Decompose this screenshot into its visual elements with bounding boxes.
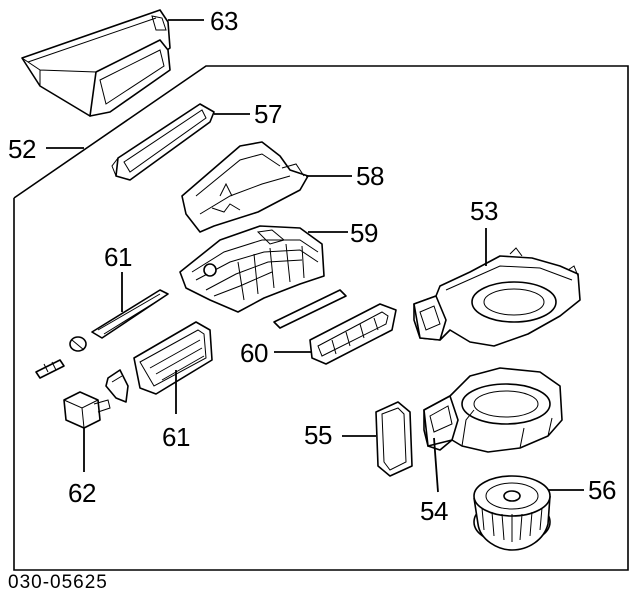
part-61-filter-panel [133,321,213,395]
callout-62: 62 [68,478,96,508]
part-60-frame [309,303,397,365]
callout-60: 60 [240,338,268,368]
part-59-housing [179,225,325,313]
callout-59: 59 [350,218,378,248]
callout-61-lower: 61 [162,422,190,452]
part-62-resistor [63,391,111,429]
part-63-duct [21,9,171,117]
document-code: 030-05625 [8,572,108,593]
callout-53: 53 [470,196,498,226]
callout-56: 56 [588,475,616,505]
part-54-blower-lower [423,367,563,453]
callout-55: 55 [304,420,332,450]
part-small-pin [35,359,65,379]
callout-57: 57 [254,99,282,129]
leader-lines [46,19,584,493]
part-small-plug [69,336,87,352]
callout-54: 54 [420,496,448,526]
callout-61-upper: 61 [104,242,132,272]
part-rod [273,289,347,329]
part-small-clip [105,369,129,403]
part-53-blower-case [413,247,581,347]
part-56-blower-motor [473,475,551,551]
assembly-frame [13,65,629,571]
part-55-gasket-square [375,401,413,477]
part-58-case [181,141,309,233]
callout-52: 52 [8,134,36,164]
part-61-filter-strip [91,289,169,339]
part-57-gasket [111,103,215,181]
callout-63: 63 [210,6,238,36]
callout-58: 58 [356,161,384,191]
